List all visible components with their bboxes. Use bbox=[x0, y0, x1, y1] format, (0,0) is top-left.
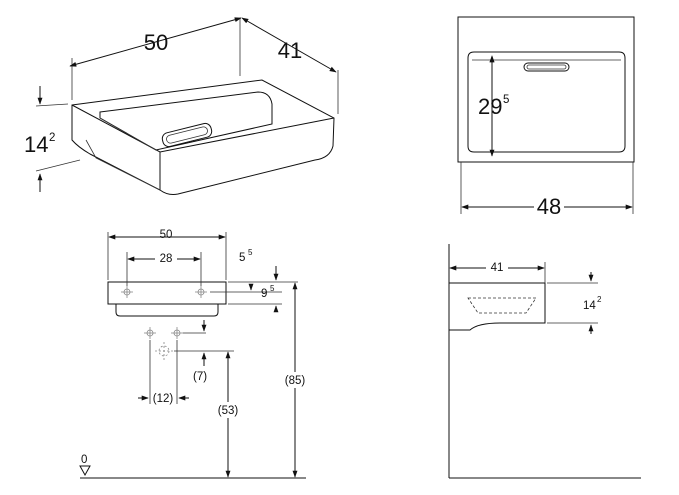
rim-height-label: (85) bbox=[285, 375, 306, 387]
side-basin-body bbox=[449, 282, 546, 331]
rim-offset-label: 9 bbox=[261, 288, 267, 300]
height-label-sup: 2 bbox=[49, 132, 55, 144]
floor-label: 0 bbox=[81, 454, 87, 466]
depth-dimension bbox=[241, 17, 337, 73]
drain-offset-label: (7) bbox=[193, 371, 207, 383]
installation-side-view: 41 14 2 bbox=[448, 244, 641, 479]
width-label: 50 bbox=[144, 30, 168, 55]
front-view-drain bbox=[523, 62, 570, 72]
installation-front-view: 50 28 5 5 9 5 (85) (7) bbox=[79, 229, 312, 479]
inner-height-label-sup: 5 bbox=[503, 94, 509, 106]
depth-label: 41 bbox=[278, 38, 302, 63]
side-depth-label: 41 bbox=[491, 262, 504, 274]
side-height-label: 14 bbox=[583, 300, 596, 312]
side-bowl bbox=[467, 297, 537, 314]
basin-bowl bbox=[99, 91, 273, 151]
perspective-view: 50 41 14 2 bbox=[24, 17, 339, 195]
drain-slot bbox=[161, 122, 213, 148]
drain-spacing-label: (12) bbox=[153, 393, 174, 405]
height-label: 14 bbox=[24, 132, 48, 157]
drain-height-label: (53) bbox=[218, 405, 239, 417]
basin-outline bbox=[71, 79, 335, 195]
top-offset-label: 5 bbox=[239, 252, 245, 264]
install-basin-body bbox=[107, 281, 227, 305]
basin-rim-edge bbox=[71, 104, 335, 153]
floor-marker bbox=[79, 465, 91, 477]
front-width-label: 48 bbox=[537, 194, 561, 219]
inner-height-label: 29 bbox=[478, 94, 502, 119]
install-basin-underside bbox=[115, 304, 219, 317]
hole-spacing-label: 28 bbox=[160, 253, 173, 265]
drain-symbols bbox=[144, 327, 183, 360]
side-height-sup: 2 bbox=[597, 295, 602, 304]
front-view: 29 5 48 bbox=[457, 16, 635, 219]
width-dimension bbox=[69, 17, 242, 67]
rim-offset-sup: 5 bbox=[270, 284, 275, 293]
install-width-label: 50 bbox=[160, 229, 173, 241]
top-offset-sup: 5 bbox=[248, 248, 253, 257]
front-view-outline bbox=[457, 16, 635, 163]
front-view-bowl bbox=[467, 51, 626, 153]
